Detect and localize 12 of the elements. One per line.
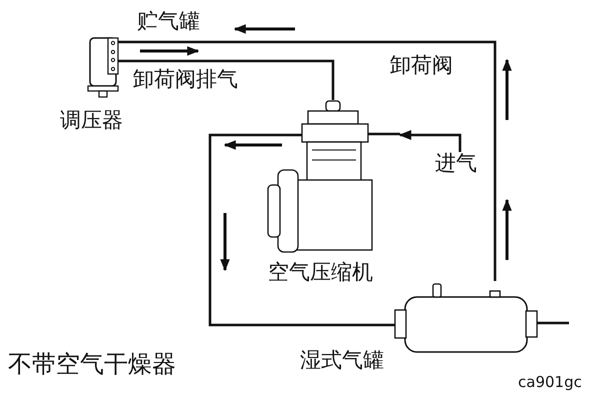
arrow <box>398 130 462 152</box>
pipe-label: 卸荷阀排气 <box>133 69 238 90</box>
caption: 不带空气干燥器 <box>8 352 176 376</box>
pipe-label: 贮气罐 <box>137 11 200 32</box>
valve-label: 卸荷阀 <box>390 55 453 76</box>
component-label: 空气压缩机 <box>268 262 373 283</box>
pipe <box>136 60 334 100</box>
pipe <box>136 40 496 281</box>
component-label: 湿式气罐 <box>300 350 384 371</box>
inlet-label: 进气 <box>435 153 477 174</box>
pipe <box>208 134 300 326</box>
component-label: 调压器 <box>60 110 123 131</box>
